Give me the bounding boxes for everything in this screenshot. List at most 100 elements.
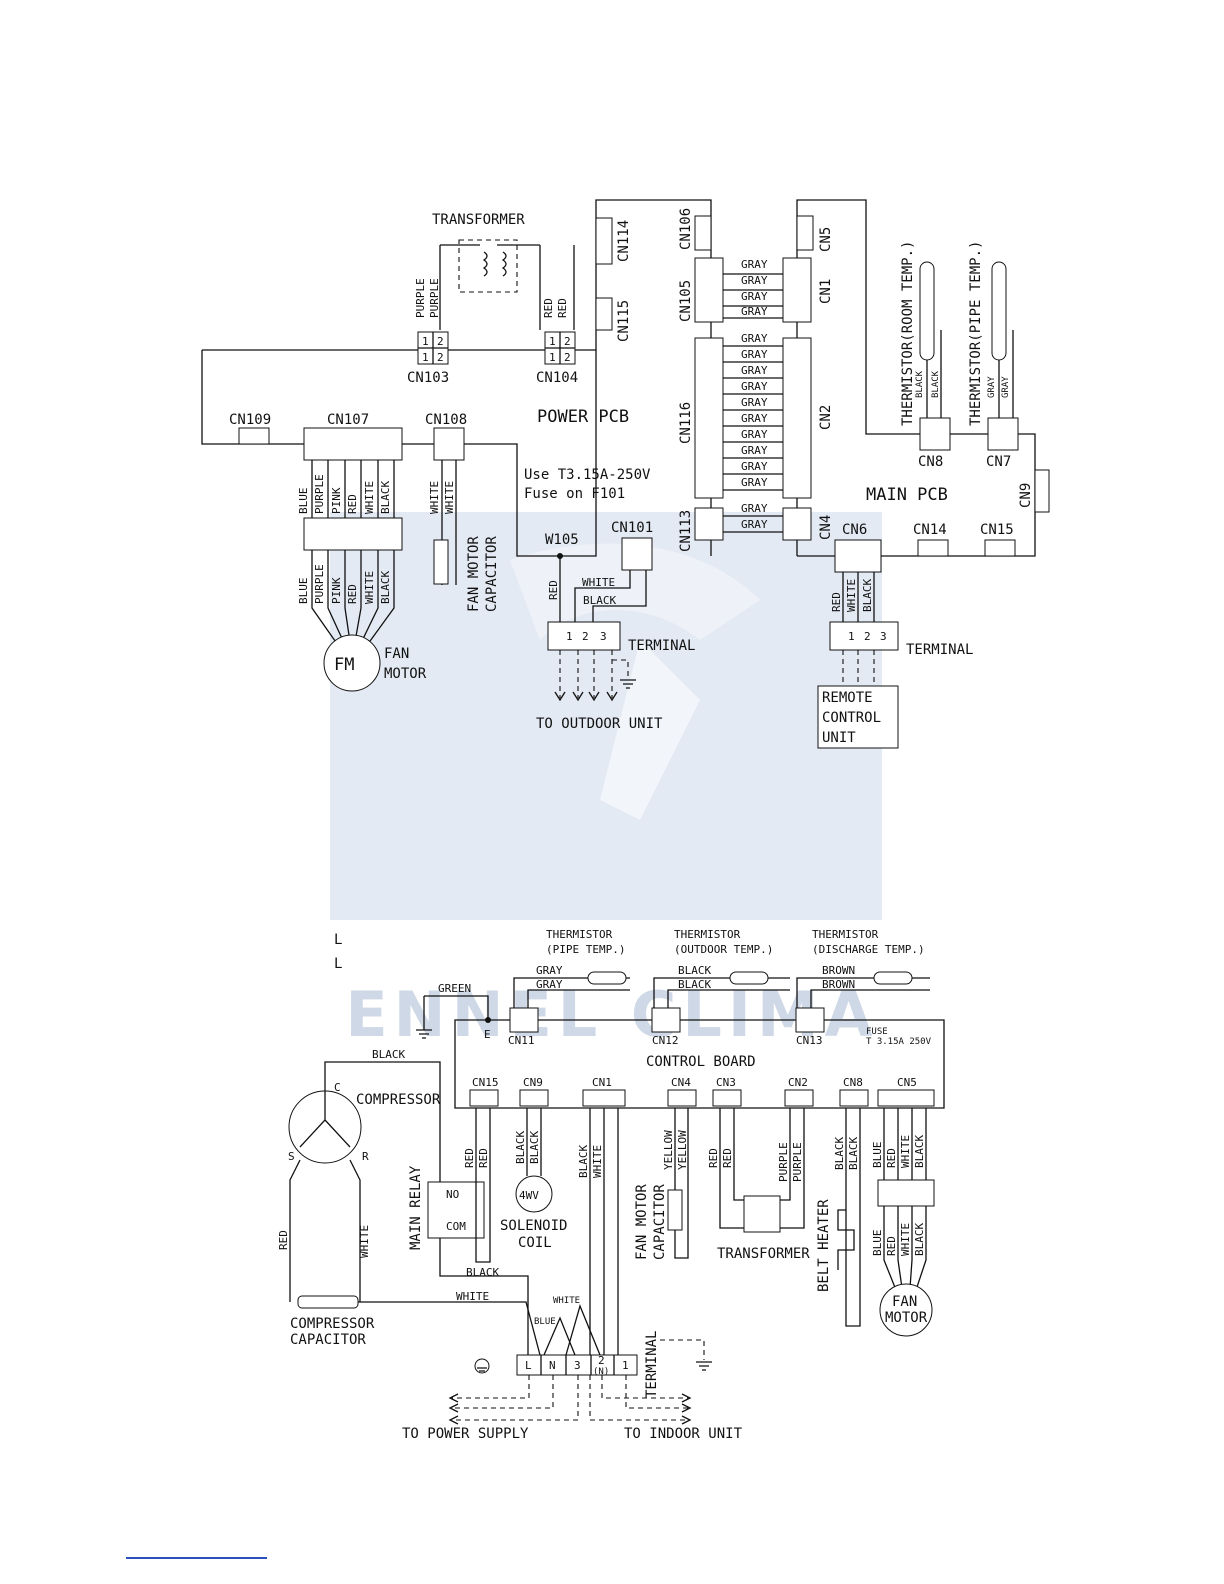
fan-motor-icon [879, 1283, 933, 1337]
connector-cn8 [919, 417, 951, 451]
thermistor-label: THERMISTOR [546, 928, 613, 941]
earth-symbol [477, 1367, 487, 1372]
gray-wire-group-cn1: GRAY GRAY GRAY GRAY [723, 258, 783, 319]
transformer-label: TRANSFORMER [717, 1246, 810, 1262]
wire-label: BLACK [913, 1135, 926, 1168]
wire-label: BLACK [931, 370, 941, 398]
svg-text:1: 1 [422, 351, 429, 364]
thermistor-label: (DISCHARGE TEMP.) [812, 943, 925, 956]
cn1-label: CN1 [818, 279, 834, 304]
svg-text:1: 1 [848, 630, 855, 643]
connector-cn2 [782, 337, 812, 499]
terminal-3: 3 [574, 1359, 581, 1372]
connector-cn5 [796, 215, 814, 251]
footer-rule [126, 1557, 267, 1559]
wire-label: PINK [330, 577, 343, 604]
wire-label: BLUE [297, 578, 310, 605]
remote-label: UNIT [822, 730, 856, 746]
svg-text:CN15: CN15 [472, 1076, 499, 1089]
wire-label: BLACK [915, 370, 925, 398]
wire-label: WHITE [456, 1290, 489, 1303]
connector-cn101 [621, 537, 653, 571]
svg-text:1: 1 [549, 335, 556, 348]
jumper-wires [543, 1304, 601, 1356]
capacitor-wires [674, 1108, 689, 1259]
svg-text:2: 2 [564, 335, 571, 348]
svg-text:GRAY: GRAY [741, 444, 768, 457]
cn11-label: CN11 [508, 1034, 535, 1047]
terminal-l: L [525, 1359, 532, 1372]
wire-label: RED [556, 298, 569, 318]
wire-label: PURPLE [313, 474, 326, 514]
svg-text:3: 3 [880, 630, 887, 643]
main-pcb-label: MAIN PCB [866, 485, 948, 505]
connector-cn107 [303, 427, 403, 461]
wire-label: GRAY [1001, 376, 1011, 398]
connector-cn114 [595, 217, 613, 265]
thermistor-outdoor-icon [729, 971, 769, 985]
solenoid-wires [526, 1108, 542, 1176]
thermistor-label: THERMISTOR [812, 928, 879, 941]
terminal-n2: (N) [593, 1367, 609, 1377]
wire-label: GRAY [741, 518, 768, 531]
earth-icon [474, 1358, 490, 1374]
white-wire [358, 1301, 541, 1356]
compressor-capacitor-label: CAPACITOR [290, 1332, 366, 1348]
svg-text:GRAY: GRAY [741, 476, 768, 489]
remote-label: REMOTE [822, 690, 873, 706]
cn13-label: CN13 [796, 1034, 823, 1047]
thermistor-label: (OUTDOOR TEMP.) [674, 943, 773, 956]
terminal-2: 2 [598, 1354, 605, 1367]
to-power-supply-dashed [452, 1375, 579, 1421]
thermistor-label: (PIPE TEMP.) [546, 943, 625, 956]
connector-cn13 [795, 1007, 825, 1033]
cn9-label: CN9 [1018, 483, 1034, 508]
wire-label: WHITE [591, 1145, 604, 1178]
thermistor-pipe-label: THERMISTOR(PIPE TEMP.) [968, 241, 984, 426]
terminal-block [516, 1354, 638, 1376]
ground-icon [416, 996, 432, 1039]
wire-label: WHITE [428, 481, 441, 514]
wire-label: BROWN [822, 978, 855, 991]
wire-label: PURPLE [777, 1142, 790, 1182]
wire-label: RED [346, 494, 359, 514]
fan-motor-label: FAN [384, 646, 409, 662]
main-relay-label: MAIN RELAY [408, 1165, 424, 1250]
terminal-n: N [549, 1359, 556, 1372]
wire-label: RED [542, 298, 555, 318]
connector-fan-motor [303, 517, 403, 551]
terminal-right [829, 621, 899, 651]
cn12-label: CN12 [652, 1034, 679, 1047]
wire-label: GRAY [536, 978, 563, 991]
ground-dashed [660, 1339, 705, 1360]
fan-motor-wires-bottom [311, 550, 395, 649]
cn108-label: CN108 [425, 412, 467, 428]
wire-label: GREEN [438, 982, 471, 995]
gray-wire-group-cn2: GRAY GRAY GRAY GRAY GRAY GRAY GRAY GRAY … [723, 332, 783, 491]
thermistor-room-label: THERMISTOR(ROOM TEMP.) [900, 241, 916, 426]
to-outdoor-dashed [559, 650, 613, 698]
solenoid-label: COIL [518, 1235, 552, 1251]
svg-text:CN5: CN5 [897, 1076, 917, 1089]
compressor-windings [299, 1091, 351, 1148]
svg-text:GRAY: GRAY [741, 428, 768, 441]
compressor-black-wire [324, 1061, 529, 1355]
earth-label: E [484, 1028, 491, 1041]
cn6-label: CN6 [842, 522, 867, 538]
svg-text:GRAY: GRAY [741, 460, 768, 473]
transformer-icon [743, 1195, 781, 1233]
svg-text:2: 2 [437, 335, 444, 348]
to-indoor-unit-label: TO INDOOR UNIT [624, 1426, 743, 1442]
main-pcb-outline [796, 199, 1036, 557]
svg-text:GRAY: GRAY [741, 364, 768, 377]
connector-cn105 [694, 257, 724, 323]
side-mark: L [334, 932, 342, 948]
thermistor-room-icon [919, 261, 935, 361]
connector-cn15 [984, 539, 1016, 557]
svg-text:CN1: CN1 [592, 1076, 612, 1089]
cn2-label: CN2 [818, 405, 834, 430]
compressor-label: COMPRESSOR [356, 1092, 441, 1108]
compressor-capacitor-wires [289, 1159, 361, 1302]
fan-motor-capacitor-label: CAPACITOR [484, 536, 500, 612]
transformer-wires [719, 1108, 805, 1229]
